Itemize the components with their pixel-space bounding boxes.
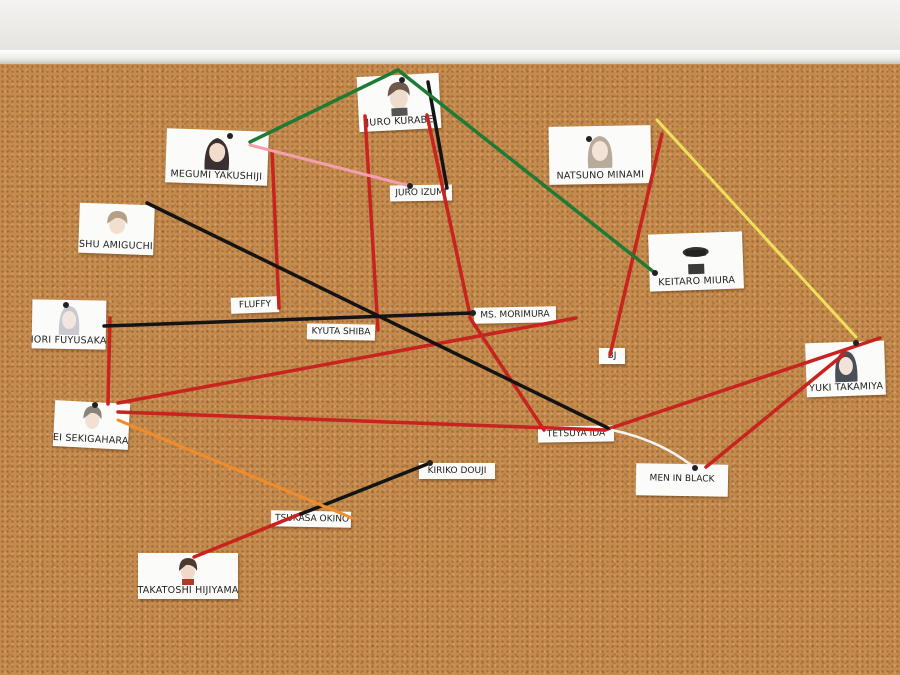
red-string (116, 316, 578, 405)
card-label: TAKATOSHI HIJIYAMA (137, 585, 239, 596)
portrait-icon (58, 306, 80, 336)
pushpin (692, 465, 698, 471)
tag-kiriko-douji: KIRIKO DOUJI (419, 463, 495, 479)
wall (0, 0, 900, 50)
card-takatoshi-hijiyama: TAKATOSHI HIJIYAMA (137, 553, 239, 599)
red-string (192, 510, 307, 559)
portrait-icon (587, 136, 613, 169)
card-shu-amiguchi: SHU AMIGUCHI (78, 202, 155, 256)
red-string (106, 316, 112, 406)
pushpin (586, 136, 592, 142)
red-string (608, 132, 664, 357)
orange-string (116, 418, 354, 520)
red-string (704, 352, 846, 469)
pushpin (399, 77, 405, 83)
green-string (248, 68, 400, 144)
pushpin (407, 183, 413, 189)
black-string (426, 80, 449, 190)
frame-trim (0, 50, 900, 64)
portrait-icon (387, 82, 410, 117)
pushpin (652, 270, 658, 276)
red-string (425, 113, 472, 317)
portrait-icon (106, 211, 127, 235)
portrait-icon (82, 406, 102, 430)
pushpin (227, 133, 233, 139)
red-string (363, 114, 380, 332)
portrait-icon (179, 558, 198, 585)
pushpin (63, 302, 69, 308)
red-string (603, 336, 882, 432)
red-string (270, 148, 281, 310)
portrait-icon (682, 246, 709, 275)
green-string (396, 68, 657, 275)
white-string (610, 428, 697, 470)
pushpin (427, 460, 433, 466)
black-string (102, 311, 475, 328)
pushpin (853, 340, 859, 346)
red-string (116, 410, 607, 432)
portrait-icon (204, 138, 230, 171)
pink-string (248, 143, 412, 188)
card-keitaro-miura: KEITARO MIURA (648, 231, 744, 292)
yellow-string (655, 118, 858, 339)
card-megumi-yakushiji: MEGUMI YAKUSHIJI (165, 128, 269, 186)
card-juro-kurabe: JURO KURABE (356, 72, 442, 133)
pushpin (470, 310, 476, 316)
card-natsuno-minami: NATSUNO MINAMI (548, 125, 652, 185)
pushpin (92, 402, 98, 408)
card-ei-sekigahara: EI SEKIGAHARA (53, 400, 131, 450)
tag-bj: BJ (599, 348, 625, 364)
card-iori-fuyusaka: IORI FUYUSAKA (31, 299, 107, 350)
